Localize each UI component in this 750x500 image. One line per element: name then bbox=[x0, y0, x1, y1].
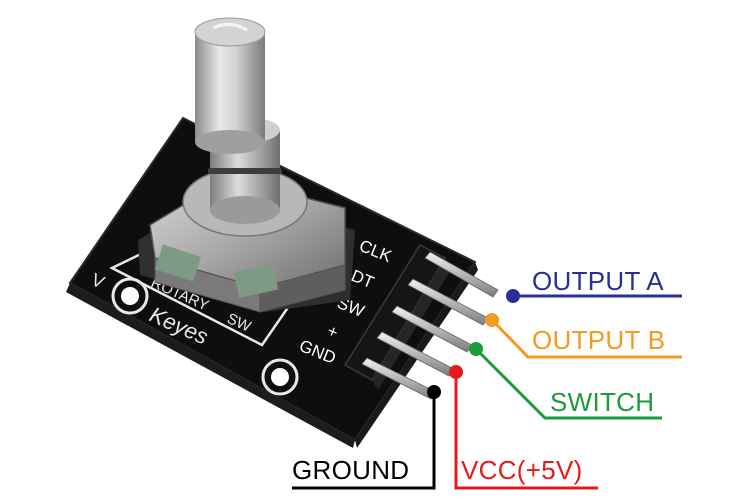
leader-output-b bbox=[485, 313, 682, 359]
label-vcc: VCC(+5V) bbox=[461, 455, 583, 485]
label-output-b: OUTPUT B bbox=[532, 325, 666, 355]
leader-vcc bbox=[449, 365, 598, 490]
leader-output-a bbox=[506, 289, 682, 303]
label-output-a: OUTPUT A bbox=[532, 266, 664, 296]
encoder-shaft bbox=[194, 17, 266, 154]
mounting-hole bbox=[111, 277, 149, 315]
leader-ground bbox=[292, 385, 441, 490]
label-switch: SWITCH bbox=[550, 387, 655, 417]
label-ground: GROUND bbox=[292, 455, 410, 485]
leader-switch bbox=[469, 342, 662, 420]
mounting-hole bbox=[261, 358, 299, 396]
header-pin-clk bbox=[424, 251, 499, 298]
